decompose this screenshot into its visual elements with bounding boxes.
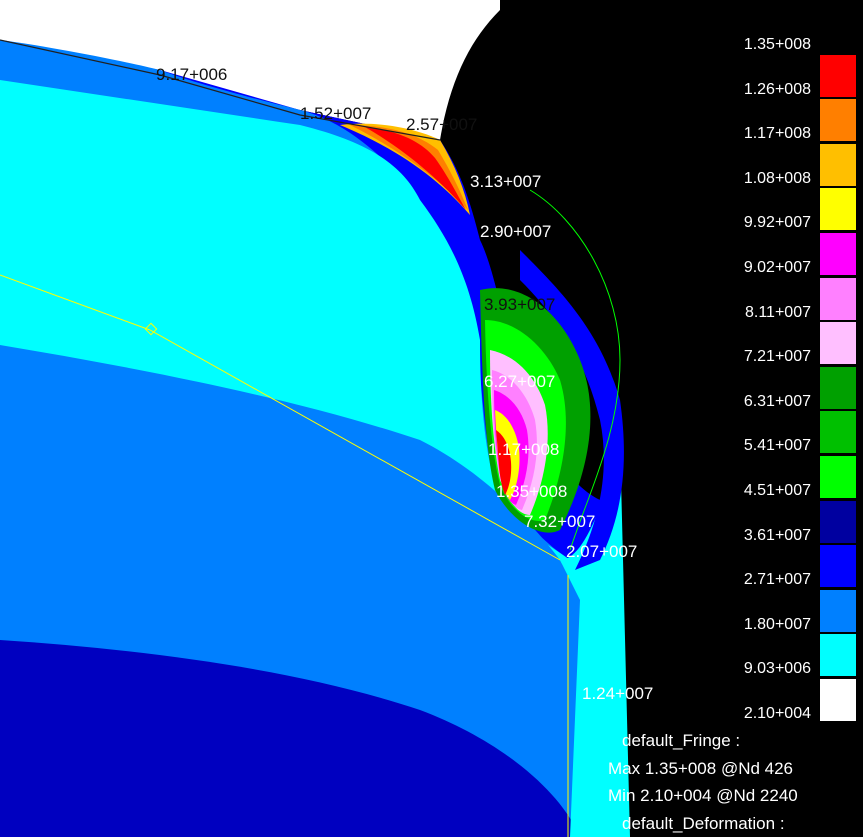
contour-label: 2.57+007	[406, 115, 478, 134]
legend-value: 3.61+007	[743, 526, 811, 544]
region-cyan-strip	[560, 440, 630, 837]
legend-swatch	[820, 589, 856, 632]
contour-label: 2.90+007	[480, 222, 552, 241]
node-marker	[144, 322, 158, 336]
max-value: Max 1.35+008 @Nd 426	[608, 759, 794, 778]
legend-swatch	[820, 679, 856, 721]
region-right-strip	[520, 250, 624, 570]
edge-line	[0, 39, 441, 141]
contour-label: 7.32+007	[524, 512, 596, 531]
legend-swatch	[820, 10, 856, 52]
legend-value: 1.17+008	[743, 125, 811, 143]
contour-label: 1.35+008	[496, 482, 568, 501]
legend-value: 5.41+007	[743, 437, 811, 455]
region-band	[0, 345, 580, 600]
region-white	[0, 0, 500, 140]
region-dark-blue	[0, 640, 580, 837]
legend-value: 6.31+007	[743, 392, 811, 410]
deformation-title: default_Deformation :	[622, 814, 785, 833]
legend-value: 8.11+007	[745, 303, 811, 321]
legend-swatch	[820, 634, 856, 677]
legend-swatch	[820, 188, 856, 231]
yellow-line	[0, 274, 561, 561]
legend-swatch	[820, 366, 856, 409]
contour-label: 3.93+007	[484, 295, 556, 314]
min-value: Min 2.10+004 @Nd 2240	[608, 786, 798, 805]
legend-swatch	[820, 143, 856, 186]
legend-swatch	[820, 54, 856, 97]
legend-value: 4.51+007	[743, 482, 811, 499]
fringe-fan-bottom	[480, 288, 591, 533]
legend-value: 1.35+008	[743, 36, 811, 53]
legend-value: 9.03+006	[743, 660, 811, 678]
fringe-title: default_Fringe :	[622, 731, 741, 750]
legend-swatch	[820, 322, 856, 365]
legend-swatch	[820, 233, 856, 275]
legend-value: 7.21+007	[743, 348, 811, 366]
legend-value: 9.92+007	[743, 214, 811, 232]
legend-value: 2.10+004	[743, 705, 811, 722]
contour-label: 1.52+007	[300, 104, 372, 123]
contour-label: 2.07+007	[566, 542, 638, 561]
contour-label: 1.24+007	[582, 684, 654, 703]
legend-swatch	[820, 277, 856, 320]
legend-swatch	[820, 500, 856, 543]
legend-value: 9.02+007	[743, 259, 811, 276]
contour-label: 9.17+006	[156, 65, 228, 84]
legend-swatch	[820, 99, 856, 142]
legend-swatch	[820, 411, 856, 454]
fringe-fan-top	[340, 123, 470, 215]
legend-swatch	[820, 545, 856, 588]
arc-outline	[529, 189, 621, 551]
legend-swatch	[820, 456, 856, 498]
contour-label: 1.17+008	[488, 440, 560, 459]
legend-value: 1.26+008	[743, 80, 811, 98]
legend-value: 1.08+008	[743, 169, 811, 187]
legend-value: 1.80+007	[743, 615, 811, 633]
contour-label: 6.27+007	[484, 372, 556, 391]
legend-value: 2.71+007	[743, 571, 811, 589]
contour-label: 3.13+007	[470, 172, 542, 191]
